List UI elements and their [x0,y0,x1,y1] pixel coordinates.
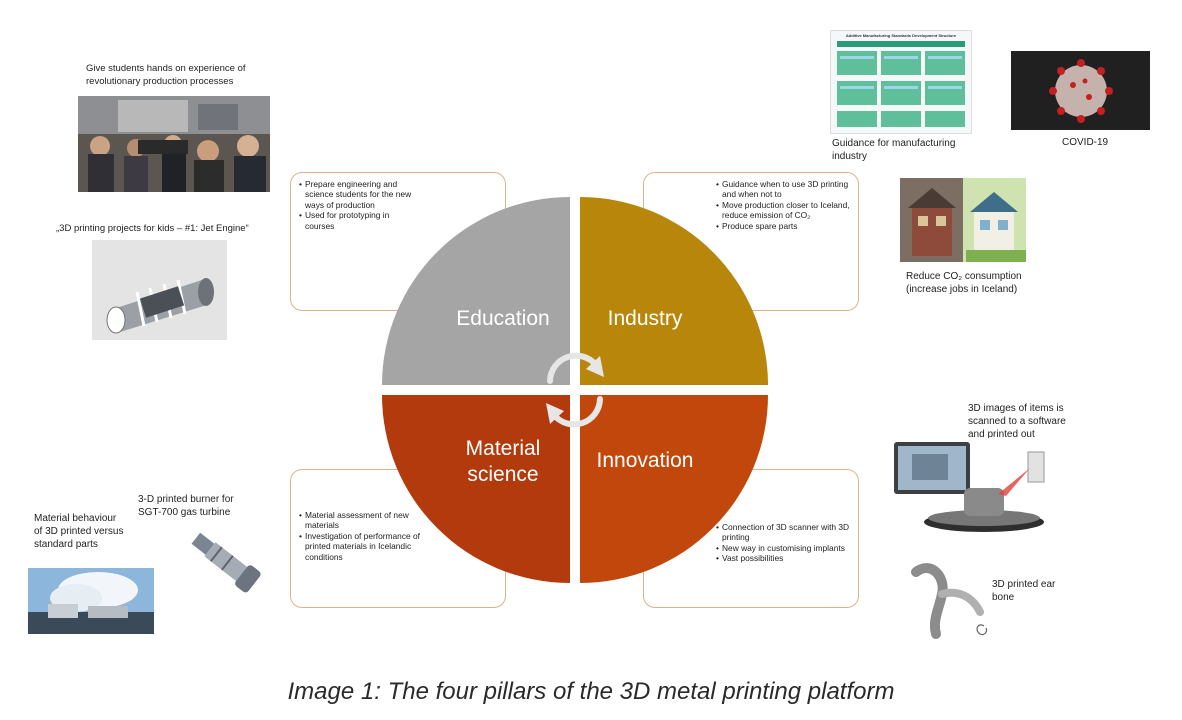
material-bullets: Material assessment of new materials Inv… [299,510,441,562]
industry-quadrant [580,197,768,385]
innovation-bullet: New way in customising implants [716,543,858,554]
industry-callout: Guidance when to use 3D printing and whe… [643,172,859,311]
innovation-label: Innovation [597,449,694,472]
innovation-quadrant [580,395,768,583]
burner-photo [184,522,266,600]
innovation-bullet: Connection of 3D scanner with 3D printin… [716,522,858,543]
innovation-bullets: Connection of 3D scanner with 3D printin… [716,522,858,564]
co2-label: Reduce CO₂ consumption (increase jobs in… [906,271,1022,295]
education-label: Education [456,307,549,330]
burner-label: 3-D printed burner for SGT-700 gas turbi… [138,494,234,518]
ear-bone-photo [902,560,992,644]
jet-engine-label: „3D printing projects for kids – #1: Jet… [56,223,249,234]
education-bullet: Prepare engineering and science students… [299,179,419,210]
standards-title: Additive Manufacturing Standards Develop… [845,33,957,38]
material-behaviour-label: Material behaviour of 3D printed versus … [34,513,124,550]
power-plant-photo [28,568,154,634]
material-quadrant [382,395,570,583]
students-label: Give students hands on experience of rev… [86,63,246,87]
material-label-line2: science [467,463,538,486]
industry-label: Industry [608,307,683,330]
material-bullet: Material assessment of new materials [299,510,441,531]
covid-label: COVID-19 [1062,137,1109,148]
covid-image [1011,51,1150,130]
standards-document: Additive Manufacturing Standards Develop… [830,30,972,134]
guidance-label: Guidance for manufacturing industry [832,138,956,162]
ear-bone-label: 3D printed ear bone [992,579,1056,603]
innovation-bullet: Vast possibilities [716,553,858,564]
material-bullet: Investigation of performance of printed … [299,531,441,562]
industry-bullets: Guidance when to use 3D printing and whe… [716,179,858,231]
education-bullets: Prepare engineering and science students… [299,179,419,231]
industry-bullet: Produce spare parts [716,221,858,232]
classroom-photo [78,96,270,192]
figure-caption: Image 1: The four pillars of the 3D meta… [287,678,895,705]
jet-engine-photo [92,240,227,340]
houses-illustration [900,178,1026,262]
education-bullet: Used for prototyping in courses [299,210,419,231]
industry-bullet: Move production closer to Iceland, reduc… [716,200,858,221]
cycle-arrows-icon [546,352,604,428]
scanner-photo [888,438,1056,534]
material-label-line1: Material [466,437,541,460]
pillars-diagram: Education Industry Material science Inno… [382,197,768,583]
education-quadrant [382,197,570,385]
industry-bullet: Guidance when to use 3D printing and whe… [716,179,858,200]
scan-label: 3D images of items is scanned to a softw… [968,403,1066,440]
